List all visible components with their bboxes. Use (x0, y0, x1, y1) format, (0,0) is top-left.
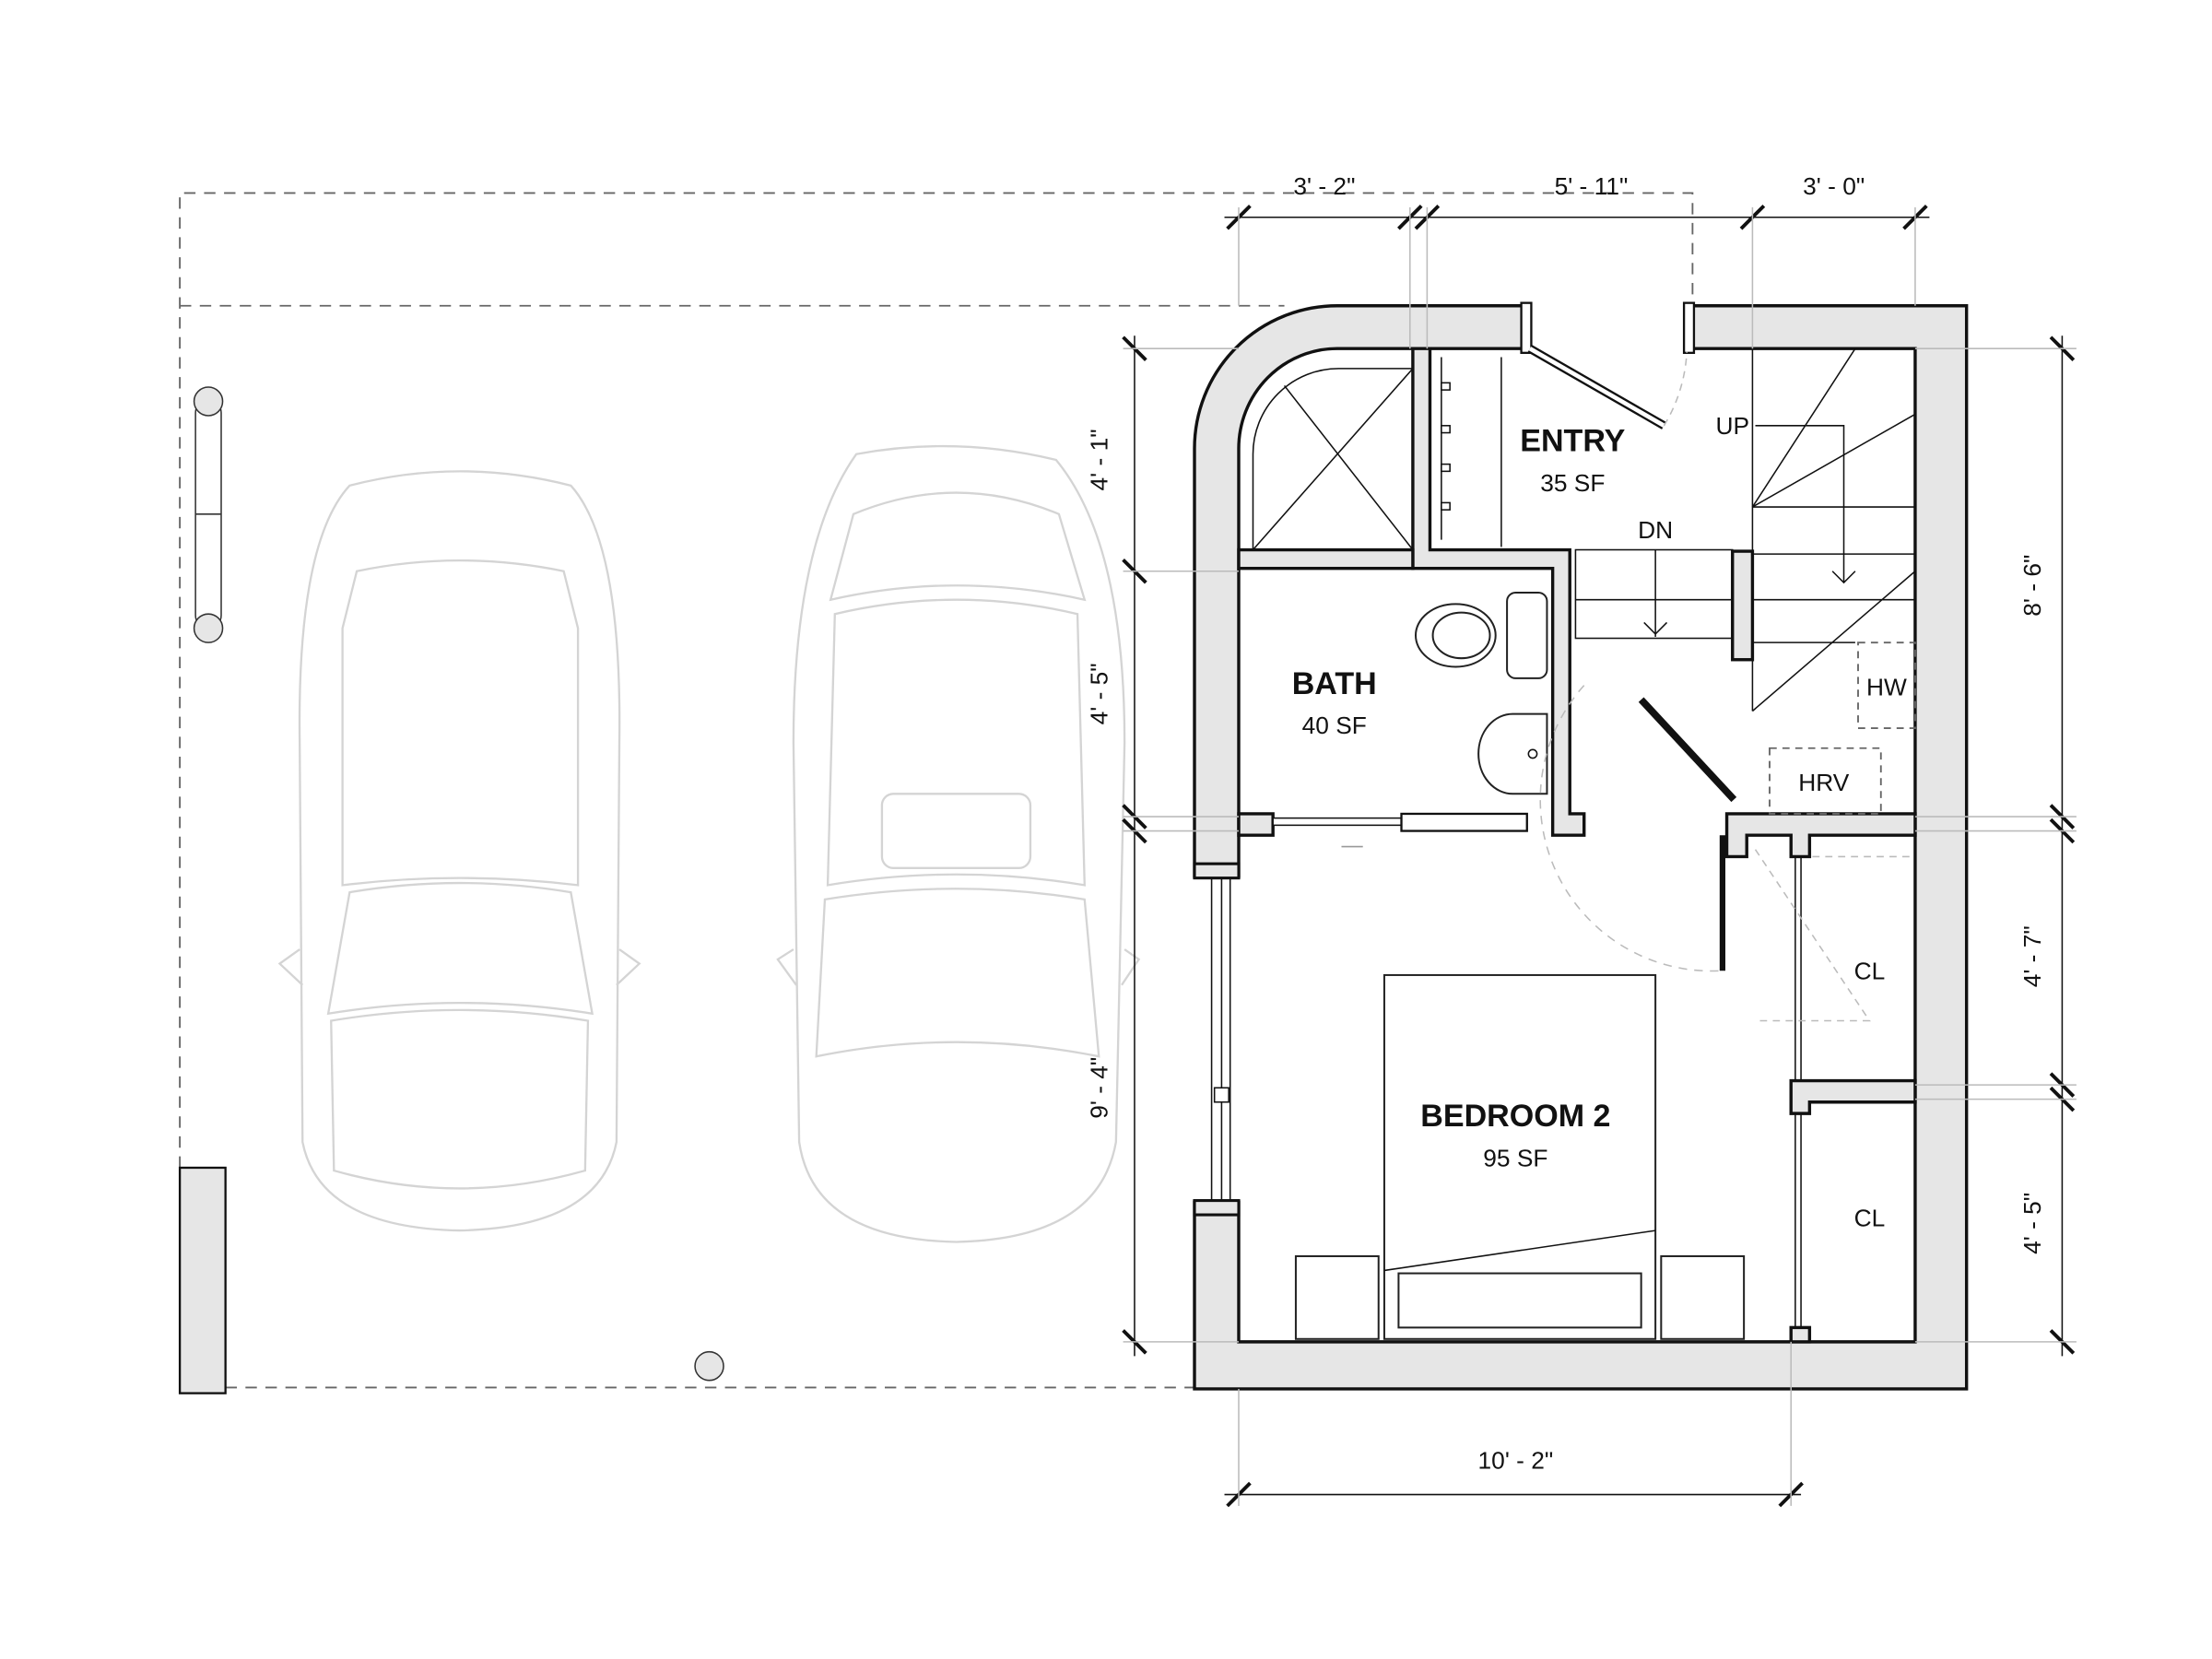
dim-right-2: 4' - 7" (2018, 925, 2046, 987)
coat-rack (1441, 357, 1502, 547)
car-right (776, 444, 1141, 1243)
room-name-entry: ENTRY (1520, 424, 1625, 459)
closet-bifold[interactable] (1754, 849, 1912, 1328)
bedroom-window (1193, 862, 1241, 1217)
label-hrv: HRV (1798, 769, 1850, 796)
bollard (694, 1350, 724, 1382)
dim-left-3: 9' - 4" (1086, 1057, 1113, 1119)
label-hw: HW (1866, 673, 1907, 700)
garage-wall-stub (178, 1166, 227, 1394)
room-area-bedroom-2: 95 SF (1483, 1144, 1547, 1171)
bed (1294, 973, 1746, 1340)
dim-left-2: 4' - 5" (1086, 663, 1113, 724)
stairs-down (1574, 548, 1734, 640)
toilet (1414, 591, 1548, 679)
car-left (277, 470, 641, 1232)
dim-right-1: 8' - 6" (2018, 555, 2046, 617)
stairs-up (1751, 347, 1916, 712)
room-name-bedroom-2: BEDROOM 2 (1420, 1099, 1610, 1134)
dim-top-3: 3' - 0" (1803, 172, 1865, 200)
room-area-bath: 40 SF (1302, 712, 1367, 739)
label-dn: DN (1638, 516, 1673, 544)
hrv-unit (1769, 747, 1882, 815)
dim-bottom: 10' - 2" (1478, 1447, 1554, 1475)
dim-top-2: 5' - 11" (1555, 172, 1629, 200)
dim-top-1: 3' - 2" (1293, 172, 1355, 200)
garage-outline (178, 192, 1694, 1394)
room-name-bath: BATH (1292, 666, 1377, 701)
dimensions (1122, 204, 2077, 1508)
exterior-walls (1193, 304, 1969, 1391)
sink (1477, 712, 1548, 795)
garage-door-track (193, 386, 224, 643)
label-up: UP (1715, 412, 1749, 440)
shower (1252, 368, 1414, 551)
bedroom-door[interactable] (1638, 697, 1737, 803)
water-heater (1857, 641, 1916, 729)
interior-walls (1237, 347, 1917, 1344)
bath-pocket-door[interactable] (1272, 812, 1528, 848)
dim-right-3: 4' - 5" (2018, 1193, 2046, 1254)
dim-left-1: 4' - 1" (1086, 429, 1113, 490)
label-closet-1: CL (1854, 958, 1886, 985)
label-closet-2: CL (1854, 1204, 1886, 1231)
room-area-entry: 35 SF (1540, 469, 1605, 497)
